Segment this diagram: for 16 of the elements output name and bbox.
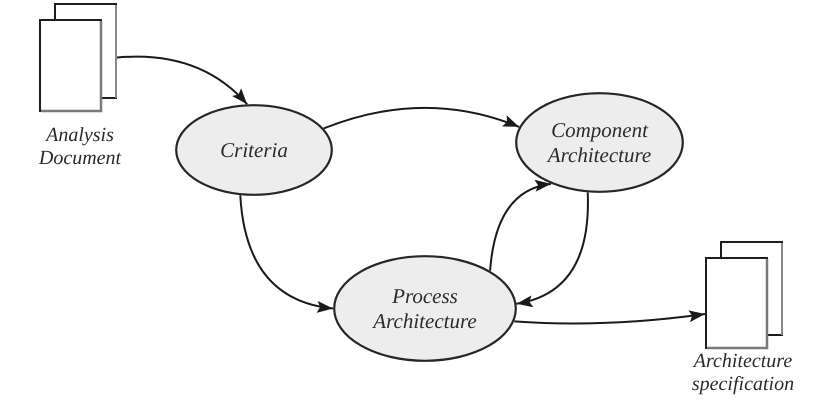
process-ellipse: [175, 104, 333, 196]
arrow: [323, 106, 520, 130]
node-label: Criteria: [220, 138, 288, 162]
document-stack-icon: [705, 241, 783, 349]
arrow: [239, 195, 334, 312]
node-label: Component Architecture: [546, 118, 652, 168]
arrow: [516, 192, 589, 306]
document-caption: Architecture specification: [690, 350, 796, 396]
arrow: [116, 56, 248, 105]
document-caption: Analysis Document: [38, 124, 122, 170]
arrow: [514, 310, 706, 324]
document-stack-icon: [39, 3, 117, 112]
node-label: Process Architecture: [371, 284, 478, 334]
arrow: [489, 180, 552, 271]
process-ellipse: [333, 255, 517, 362]
process-ellipse: [515, 92, 684, 193]
